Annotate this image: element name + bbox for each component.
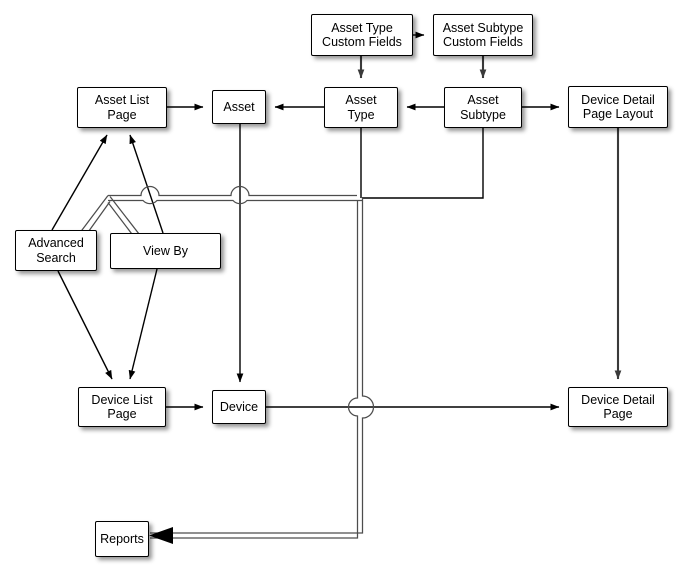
edge-view-by-to-device-list-page <box>128 268 158 380</box>
edge-asset-subtype-to-bus <box>362 128 484 199</box>
edge-view-by-to-asset-list-page <box>129 134 164 234</box>
edge-advanced-search-to-asset-list-page <box>51 134 108 231</box>
bus-vertical-rail-left <box>150 200 359 539</box>
bus-arrowhead-reports <box>149 527 173 544</box>
node-advanced-search[interactable]: Advanced Search <box>15 230 97 271</box>
node-device-list-page[interactable]: Device List Page <box>78 387 166 427</box>
bus-horizontal-rail-lower <box>108 199 362 205</box>
node-asset-type-custom-fields[interactable]: Asset Type Custom Fields <box>311 14 413 56</box>
node-asset-list-page[interactable]: Asset List Page <box>77 87 167 128</box>
node-asset[interactable]: Asset <box>212 90 266 124</box>
node-device-detail-page[interactable]: Device Detail Page <box>568 387 668 427</box>
node-asset-subtype-custom-fields[interactable]: Asset Subtype Custom Fields <box>433 14 533 56</box>
node-view-by[interactable]: View By <box>110 233 221 269</box>
node-asset-type[interactable]: Asset Type <box>324 87 398 128</box>
node-device-detail-page-layout[interactable]: Device Detail Page Layout <box>568 86 668 128</box>
bus-vertical-rail-right <box>150 198 375 534</box>
edge-advanced-search-to-device-list-page <box>57 270 113 380</box>
node-asset-subtype[interactable]: Asset Subtype <box>444 87 522 128</box>
node-reports[interactable]: Reports <box>95 521 149 557</box>
bus-horizontal-rail-upper <box>108 185 357 197</box>
node-device[interactable]: Device <box>212 390 266 424</box>
